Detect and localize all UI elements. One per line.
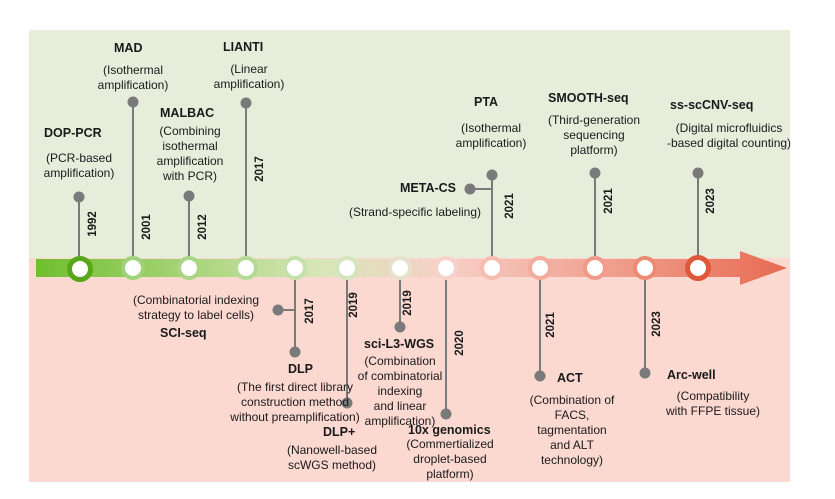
label-sci-l3-wgs: sci-L3-WGS xyxy=(364,337,435,351)
desc-arc-well: (Compatibility with FFPE tissue) xyxy=(665,389,761,418)
desc-meta-cs: (Strand-specific labeling) xyxy=(348,205,482,219)
year-10x-genomics: 2020 xyxy=(454,330,466,356)
dot-dlp-plus xyxy=(341,397,353,409)
label-dlp-plus: DLP+ xyxy=(323,425,356,439)
year-meta-cs: 2021 xyxy=(504,193,516,219)
label-smooth-seq: SMOOTH-seq xyxy=(548,91,629,105)
node-2023b xyxy=(685,255,711,281)
desc-dop-pcr: (PCR-based amplification) xyxy=(43,151,115,180)
desc-dlp: (The first direct library construction m… xyxy=(230,380,360,424)
node-2021c xyxy=(583,256,607,280)
year-ss-sccnv-seq: 2023 xyxy=(705,188,717,214)
desc-malbac: (Combining isothermal amplification with… xyxy=(156,124,224,183)
label-act: ACT xyxy=(557,371,583,385)
dot-malbac xyxy=(183,190,195,202)
node-2019a xyxy=(335,256,359,280)
desc-smooth-seq: (Third-generation sequencing platform) xyxy=(547,113,641,157)
node-2023a xyxy=(633,256,657,280)
label-malbac: MALBAC xyxy=(160,106,215,120)
desc-sci-l3-wgs: (Combination of combinatorial indexing a… xyxy=(357,354,443,428)
node-2021a xyxy=(480,256,504,280)
label-dop-pcr: DOP-PCR xyxy=(44,126,102,140)
dot-ss-sccnv xyxy=(692,167,704,179)
dot-sci-seq xyxy=(272,304,284,316)
label-ss-sccnv-seq: ss-scCNV-seq xyxy=(670,98,754,112)
node-2017a xyxy=(234,256,258,280)
desc-10x-genomics: (Commertialized droplet-based platform) xyxy=(406,437,494,481)
dot-sci-l3 xyxy=(394,321,406,333)
node-2019b xyxy=(388,256,412,280)
upper-band xyxy=(29,30,790,258)
node-2001 xyxy=(121,256,145,280)
label-meta-cs: META-CS xyxy=(400,181,457,195)
desc-mad: (Isothermal amplification) xyxy=(97,63,169,92)
label-lianti: LIANTI xyxy=(223,40,264,54)
dot-act xyxy=(534,370,546,382)
dot-lianti xyxy=(240,97,252,109)
year-dop-pcr: 1992 xyxy=(87,211,99,237)
year-smooth-seq: 2021 xyxy=(603,188,615,214)
year-sci-l3-wgs: 2019 xyxy=(402,290,414,316)
desc-sci-seq: (Combinatorial indexing strategy to labe… xyxy=(132,293,260,322)
desc-lianti: (Linear amplification) xyxy=(213,62,285,91)
lower-band xyxy=(29,258,790,482)
dot-smooth xyxy=(589,167,601,179)
label-sci-seq: SCI-seq xyxy=(160,326,207,340)
year-act: 2021 xyxy=(545,312,557,338)
desc-act: (Combination of FACS, tagmentation and A… xyxy=(529,393,615,467)
dot-meta-cs xyxy=(464,183,476,195)
desc-dlp-plus: (Nanowell-based scWGS method) xyxy=(286,443,378,472)
label-mad: MAD xyxy=(114,41,143,55)
node-2012 xyxy=(177,256,201,280)
node-2017b xyxy=(283,256,307,280)
dot-dlp xyxy=(289,346,301,358)
year-mad: 2001 xyxy=(141,214,153,240)
dot-arc-well xyxy=(639,367,651,379)
dot-mad xyxy=(127,96,139,108)
year-arc-well: 2023 xyxy=(651,311,663,337)
label-10x-genomics: 10x genomics xyxy=(408,423,491,437)
year-malbac: 2012 xyxy=(197,214,209,240)
year-dlp: 2019 xyxy=(348,292,360,318)
label-dlp: DLP xyxy=(288,362,313,376)
year-lianti: 2017 xyxy=(254,156,266,182)
desc-pta: (Isothermal amplification) xyxy=(455,121,527,150)
dot-10x xyxy=(440,408,452,420)
label-arc-well: Arc-well xyxy=(667,368,716,382)
node-2021b xyxy=(528,256,552,280)
dot-dop-pcr xyxy=(73,191,85,203)
desc-ss-sccnv-seq: (Digital microfluidics -based digital co… xyxy=(666,121,792,150)
node-1992 xyxy=(67,256,93,282)
node-2020 xyxy=(434,256,458,280)
dot-pta xyxy=(486,169,498,181)
year-sci-seq: 2017 xyxy=(304,298,316,324)
label-pta: PTA xyxy=(474,95,499,109)
